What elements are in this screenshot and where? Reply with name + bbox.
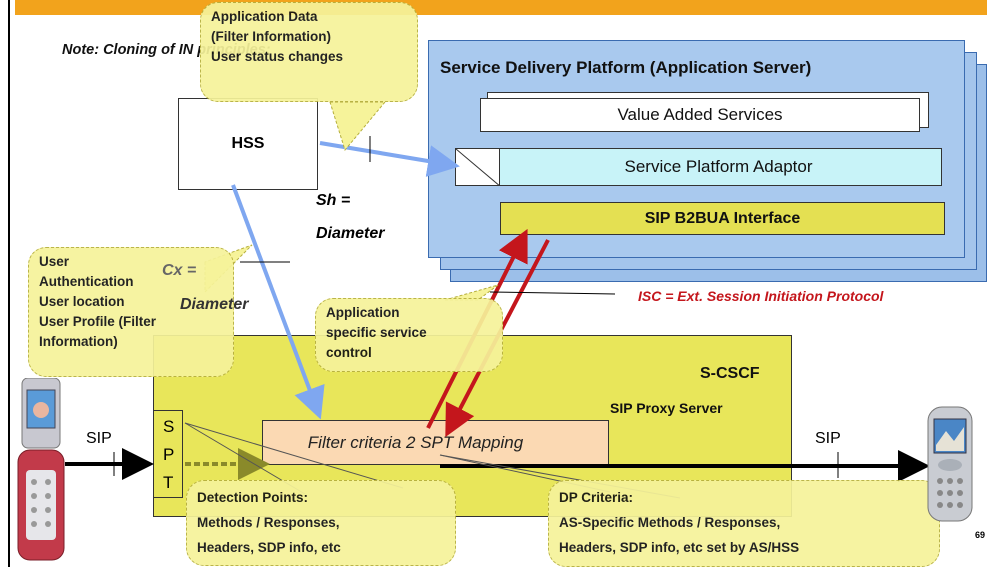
detection-line-2: Methods / Responses,: [197, 515, 340, 530]
spt-letter-t: T: [163, 473, 174, 492]
hss-label: HSS: [231, 135, 265, 152]
dp-line-1: DP Criteria:: [559, 490, 634, 505]
app-control-line-1: Application: [326, 305, 400, 320]
left-phone-image: [14, 378, 68, 564]
adaptor-corner-diagonal: [456, 149, 499, 185]
spt-letter-p: P: [163, 445, 175, 464]
adaptor-corner-box: [455, 148, 500, 186]
scscf-subtitle: SIP Proxy Server: [610, 400, 723, 416]
spt-letter-s: S: [163, 417, 175, 436]
user-line-2: Authentication: [39, 274, 134, 289]
sip-right-label: SIP: [815, 430, 841, 447]
sh-arrow: [319, 141, 460, 177]
app-data-line-2: (Filter Information): [211, 29, 331, 44]
dp-line-2: AS-Specific Methods / Responses,: [559, 515, 781, 530]
filter-label: Filter criteria 2 SPT Mapping: [307, 432, 524, 452]
app-data-line-3: User status changes: [211, 49, 344, 64]
spt-pointer-1: [184, 422, 404, 489]
b2bua-box: SIP B2BUA Interface: [500, 202, 945, 235]
user-line-5: Information): [39, 334, 118, 349]
app-data-line-1: Application Data: [211, 9, 318, 24]
detection-line-1: Detection Points:: [197, 490, 309, 505]
app-data-callout: Application Data (Filter Information) Us…: [200, 2, 418, 102]
right-phone-image: [926, 405, 974, 525]
app-control-line-2: specific service: [326, 325, 427, 340]
adaptor-label: Service Platform Adaptor: [624, 157, 813, 176]
scscf-title: S-CSCF: [700, 365, 760, 382]
cx-arrow: [231, 184, 325, 420]
cx-label-2: Diameter: [180, 296, 249, 313]
sh-label-1: Sh =: [316, 192, 351, 209]
left-border-line: [8, 0, 10, 567]
app-control-line-3: control: [326, 345, 372, 360]
detection-callout: Detection Points: Methods / Responses, H…: [186, 480, 456, 566]
dp-criteria-callout: DP Criteria: AS-Specific Methods / Respo…: [548, 480, 940, 567]
user-line-1: User: [39, 254, 70, 269]
sdp-title: Service Delivery Platform (Application S…: [440, 58, 812, 77]
user-line-3: User location: [39, 294, 125, 309]
dp-line-3: Headers, SDP info, etc set by AS/HSS: [559, 540, 800, 555]
cx-label-1: Cx =: [162, 262, 197, 279]
page-number: 69: [975, 530, 986, 540]
filter-box: Filter criteria 2 SPT Mapping: [262, 420, 609, 465]
b2bua-label: SIP B2BUA Interface: [644, 209, 801, 227]
user-callout: User Authentication User location User P…: [28, 247, 234, 377]
sh-label-2: Diameter: [316, 225, 385, 242]
app-control-callout: Application specific service control: [315, 298, 503, 372]
right-phone-drawing: [927, 406, 973, 522]
isc-tick: [489, 291, 616, 295]
app-data-callout-tail: [329, 101, 387, 152]
adaptor-box: Service Platform Adaptor: [455, 148, 942, 186]
vas-label: Value Added Services: [617, 105, 783, 124]
left-phone-drawing: [17, 378, 65, 561]
hss-box: HSS: [178, 98, 318, 190]
detection-line-3: Headers, SDP info, etc: [197, 540, 341, 555]
user-line-4: User Profile (Filter: [39, 314, 157, 329]
vas-box: Value Added Services: [480, 98, 920, 132]
isc-label: ISC = Ext. Session Initiation Protocol: [638, 288, 884, 304]
sip-left-label: SIP: [86, 430, 112, 447]
